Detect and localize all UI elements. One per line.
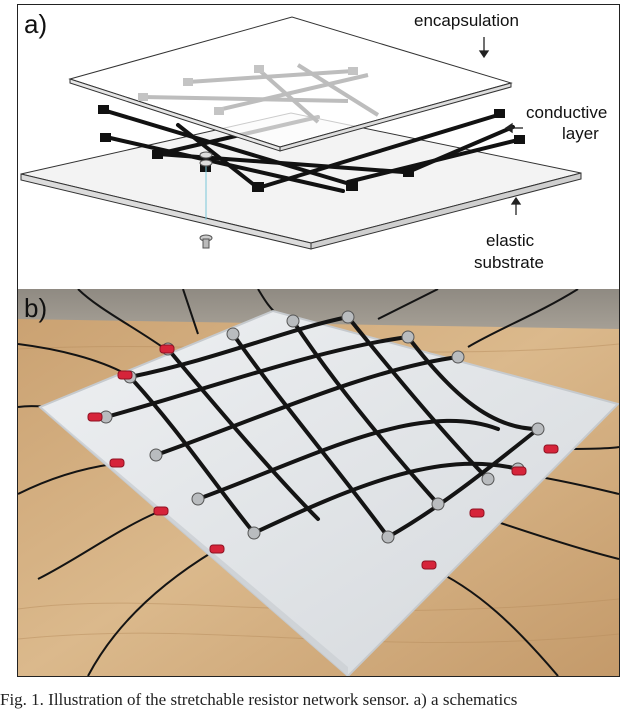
panel-b-photo: b) [18,289,619,676]
panel-a-label: a) [24,9,48,39]
elastic-label-line1: elastic [486,231,535,250]
figure-caption: Fig. 1. Illustration of the stretchable … [0,690,518,709]
figure-frame: a) encapsulation conductive layer elasti… [17,4,620,677]
red-connectors [87,344,559,570]
encapsulation-ghost-traces [142,63,380,124]
elastic-substrate-sheet [20,112,582,250]
silicone-sheet [38,309,619,676]
screw-hardware [199,151,213,249]
conductive-label-line2: layer [562,124,599,143]
elastic-label-line2: substrate [474,253,544,272]
conductive-label-line1: conductive [526,103,608,122]
encapsulation-ghost-pads [138,65,358,115]
annotation-arrows [478,37,523,215]
background-wall [18,289,619,329]
panel-a-schematic: a) encapsulation conductive layer elasti… [18,5,619,287]
encapsulation-label: encapsulation [414,11,519,30]
conductive-grid [104,315,540,539]
silicone-edge [40,407,348,676]
encapsulation-sheet [68,16,513,152]
panel-b-label: b) [24,293,48,323]
